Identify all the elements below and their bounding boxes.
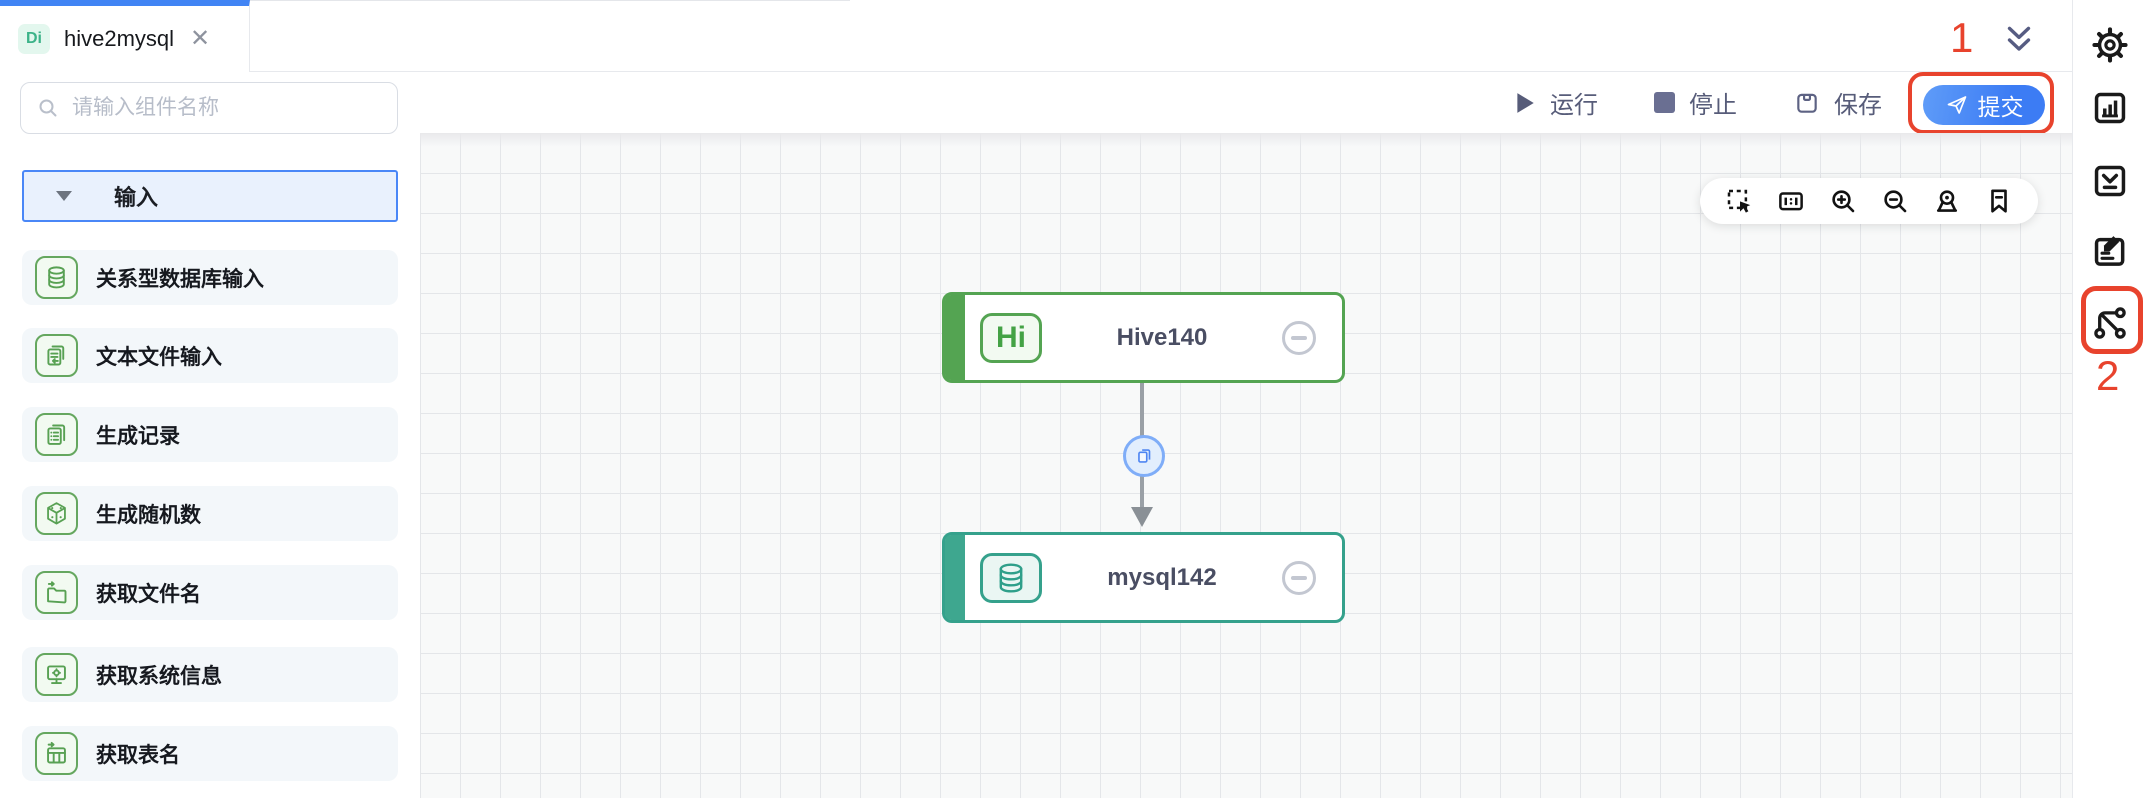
annotation-step-1: 1 xyxy=(1950,14,1974,61)
component-item-generate-records[interactable]: 生成记录 xyxy=(22,407,398,462)
node-title: Hive140 xyxy=(1116,323,1208,351)
node-accent-bar xyxy=(945,535,965,620)
component-item-relational-db-input[interactable]: 关系型数据库输入 xyxy=(22,250,398,305)
run-button[interactable]: 运行 xyxy=(1514,72,1598,133)
section-label: 输入 xyxy=(114,185,159,210)
component-label: 关系型数据库输入 xyxy=(96,267,264,291)
generate-records-icon xyxy=(35,413,78,456)
hive-icon: Hi xyxy=(980,312,1042,363)
chevron-down-icon xyxy=(56,191,72,201)
edit-note-icon[interactable] xyxy=(2091,232,2129,270)
save-label: 保存 xyxy=(1834,92,1882,119)
submit-label: 提交 xyxy=(1977,94,2024,120)
component-item-get-filename[interactable]: 获取文件名 xyxy=(22,565,398,620)
component-item-text-file-input[interactable]: 文本文件输入 xyxy=(22,328,398,383)
stop-label: 停止 xyxy=(1689,92,1737,119)
copy-icon[interactable] xyxy=(1123,435,1165,477)
marquee-select-icon[interactable] xyxy=(1724,186,1754,216)
database-icon xyxy=(980,552,1042,603)
right-icon-rail: 2 xyxy=(2072,0,2146,798)
dice-icon xyxy=(35,492,78,535)
save-button[interactable]: 保存 xyxy=(1794,72,1882,133)
search-icon xyxy=(36,96,60,120)
component-label: 获取表名 xyxy=(96,743,180,767)
play-icon xyxy=(1514,91,1536,115)
double-chevron-down-icon[interactable] xyxy=(2000,22,2038,63)
submit-button[interactable]: 提交 xyxy=(1923,85,2045,125)
node-title: mysql142 xyxy=(1107,563,1217,591)
section-header-input[interactable]: 输入 xyxy=(22,170,398,222)
component-label: 生成记录 xyxy=(96,424,180,448)
tabstrip-top-border xyxy=(250,0,850,1)
node-mysql142[interactable]: mysql142 xyxy=(942,532,1345,623)
component-item-generate-random[interactable]: 生成随机数 xyxy=(22,486,398,541)
zoom-out-icon[interactable] xyxy=(1880,186,1910,216)
stop-icon xyxy=(1654,92,1675,113)
search-input[interactable] xyxy=(72,96,382,120)
zoom-in-icon[interactable] xyxy=(1828,186,1858,216)
component-item-get-system-info[interactable]: 获取系统信息 xyxy=(22,647,398,702)
system-info-icon xyxy=(35,653,78,696)
tab-bar: Di hive2mysql ✕ xyxy=(0,0,2072,72)
monitor-chart-icon[interactable] xyxy=(2091,89,2129,127)
circle-minus-icon[interactable] xyxy=(1282,320,1316,355)
task-check-icon[interactable] xyxy=(2091,162,2129,200)
circle-minus-icon[interactable] xyxy=(1282,560,1316,595)
lineage-graph-icon[interactable] xyxy=(2091,304,2129,342)
bookmark-icon[interactable] xyxy=(1984,186,2014,216)
tab-title: hive2mysql xyxy=(64,26,175,51)
flow-canvas[interactable]: Hi Hive140 mysql142 xyxy=(420,133,2072,798)
actual-size-icon[interactable] xyxy=(1776,186,1806,216)
paper-plane-icon xyxy=(1945,93,1969,117)
component-label: 文本文件输入 xyxy=(96,345,222,369)
locate-icon[interactable] xyxy=(1932,186,1962,216)
component-label: 生成随机数 xyxy=(96,503,201,527)
component-search[interactable] xyxy=(20,82,398,134)
annotation-step-2: 2 xyxy=(2096,352,2120,399)
component-label: 获取系统信息 xyxy=(96,664,222,688)
get-table-icon xyxy=(35,732,78,775)
component-item-get-table-name[interactable]: 获取表名 xyxy=(22,726,398,781)
save-icon xyxy=(1794,90,1820,116)
close-icon[interactable]: ✕ xyxy=(190,25,211,52)
tab-hive2mysql[interactable]: Di hive2mysql ✕ xyxy=(0,0,250,72)
database-icon xyxy=(35,256,78,299)
stop-button[interactable]: 停止 xyxy=(1654,72,1737,133)
get-filename-icon xyxy=(35,571,78,614)
node-accent-bar xyxy=(945,295,965,380)
run-label: 运行 xyxy=(1550,92,1598,119)
node-hive140[interactable]: Hi Hive140 xyxy=(942,292,1345,383)
canvas-zoom-toolbar xyxy=(1700,178,2038,224)
text-file-icon xyxy=(35,334,78,377)
di-type-badge: Di xyxy=(18,24,50,54)
settings-icon[interactable] xyxy=(2091,26,2129,64)
component-label: 获取文件名 xyxy=(96,582,201,606)
edge-arrowhead-icon xyxy=(1131,507,1153,527)
component-sidebar: 输入 关系型数据库输入 文本文件输入 xyxy=(0,73,420,798)
